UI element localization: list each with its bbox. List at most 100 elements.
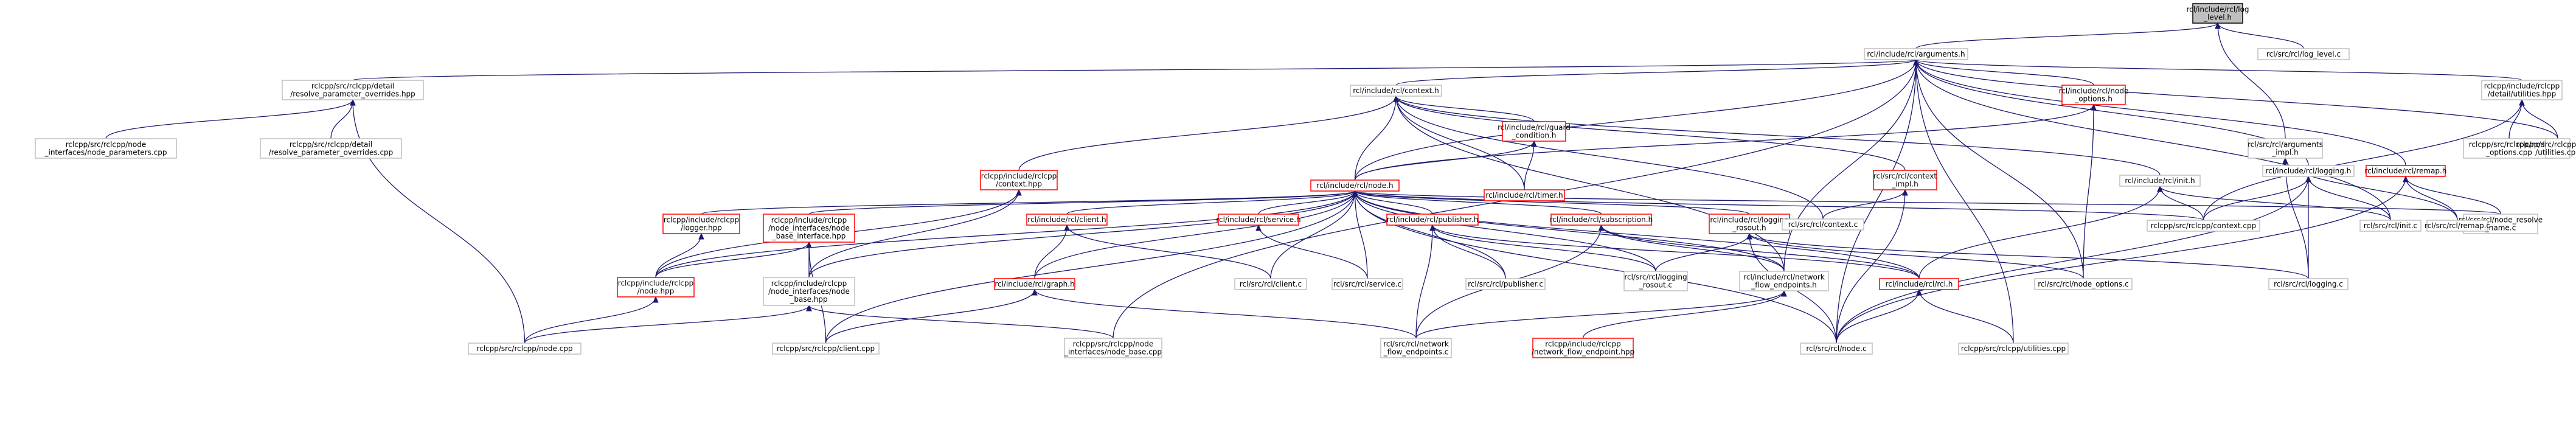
node-resolve-param-hpp[interactable]: rclcpp/src/rclcpp/detail/resolve_paramet…	[282, 80, 424, 100]
node-service-c[interactable]: rcl/src/rcl/service.c	[1331, 278, 1403, 290]
node-context-impl-h[interactable]: rcl/src/rcl/context_impl.h	[1873, 170, 1937, 190]
node-context-c[interactable]: rcl/src/rcl/context.c	[1782, 218, 1864, 231]
node-node-base-hpp[interactable]: rclcpp/include/rclcpp/node_interfaces/no…	[763, 277, 855, 306]
node-node-cpp[interactable]: rclcpp/src/rclcpp/node.cpp	[468, 343, 582, 355]
edge-timer-h-to-context-h	[1393, 95, 1525, 190]
node-label: rclcpp/src/rclcpp/utilities.cpp	[1961, 344, 2066, 353]
node-label: rcl/include/rcl/graph.h	[995, 280, 1074, 288]
edge-node-cpp-to-node-base-hpp	[524, 304, 812, 344]
edge-logging-rosout-c-to-logging-rosout-h	[1655, 232, 1752, 272]
edge-logging-c-to-logging-rosout-h	[1746, 232, 2309, 279]
node-label: rcl/include/rcl/logging.h	[2266, 167, 2352, 175]
node-arguments-h[interactable]: rcl/include/rcl/arguments.h	[1864, 48, 1968, 60]
node-detail-utilities-hpp[interactable]: rclcpp/include/rclcpp/detail/utilities.h…	[2481, 80, 2563, 100]
file-nodes: rcl/include/rcl/log_level.hrcl/include/r…	[35, 3, 2576, 358]
node-node-parameters-cpp[interactable]: rclcpp/src/rclcpp/node_interfaces/node_p…	[35, 138, 177, 159]
node-label: rcl/include/rcl/rcl.h	[1886, 280, 1953, 288]
node-label: /resolve_parameter_overrides.cpp	[269, 148, 394, 157]
node-network-flow-endpoints-h[interactable]: rcl/include/rcl/network_flow_endpoints.h	[1739, 271, 1829, 291]
edge-node-parameters-cpp-to-resolve-param-hpp	[105, 99, 356, 139]
node-node-options-c[interactable]: rcl/src/rcl/node_options.c	[2034, 278, 2133, 290]
node-network-flow-endpoints-c[interactable]: rcl/src/rcl/network_flow_endpoints.c	[1380, 338, 1452, 358]
node-node-options-h[interactable]: rcl/include/rcl/node_options.h	[2059, 85, 2129, 105]
node-label: rcl/src/rcl/service.c	[1333, 280, 1401, 288]
node-label: rcl/include/rcl/guard	[1498, 124, 1571, 132]
node-logging-c[interactable]: rcl/src/rcl/logging.c	[2268, 278, 2349, 290]
node-guard-condition-h[interactable]: rcl/include/rcl/guard_condition.h	[1498, 121, 1571, 142]
edge-timer-h-to-guard-condition-h	[1524, 140, 1537, 190]
edge-resolve-param-hpp-to-arguments-h	[352, 58, 1919, 81]
node-client-h[interactable]: rcl/include/rcl/client.h	[1026, 214, 1108, 226]
node-context-hpp[interactable]: rclcpp/include/rclcpp/context.hpp	[980, 170, 1058, 190]
node-remap-c[interactable]: rcl/src/rcl/remap.c	[2425, 220, 2490, 232]
node-graph-h[interactable]: rcl/include/rcl/graph.h	[994, 278, 1075, 290]
node-label: rcl/src/rcl/publisher.c	[1468, 280, 1543, 288]
edge-publisher-c-to-publisher-h	[1429, 224, 1506, 279]
edge-log-level-c-to-log-level-h	[2215, 22, 2304, 49]
node-init-h[interactable]: rcl/include/rcl/init.h	[2119, 175, 2201, 187]
node-service-h[interactable]: rcl/include/rcl/service.h	[1216, 214, 1301, 226]
node-label: _interfaces/node_base.cpp	[1064, 348, 1162, 357]
node-label: _options.cpp	[2485, 148, 2532, 157]
edge-rcl-h-to-node-h	[1352, 190, 1920, 279]
node-label: rcl/include/rcl/remap.h	[2365, 167, 2447, 175]
node-label: rclcpp/include/rclcpp	[1545, 340, 1620, 349]
edge-node-c-to-logging-h	[1836, 175, 2311, 344]
node-rcl-h[interactable]: rcl/include/rcl/rcl.h	[1879, 278, 1959, 290]
node-network-flow-endpoint-hpp[interactable]: rclcpp/include/rclcpp/network_flow_endpo…	[1532, 338, 1634, 358]
node-node-hpp[interactable]: rclcpp/include/rclcpp/node.hpp	[617, 277, 695, 297]
edge-network-flow-endpoints-c-to-network-flow-endpoints-h	[1415, 290, 1787, 339]
edge-node-options-cpp-to-detail-utilities-hpp	[2508, 99, 2525, 139]
edge-client-h-to-node-h	[1066, 190, 1358, 215]
node-label: /node_interfaces/node	[768, 287, 850, 296]
node-label: rcl/include/rcl/node	[2059, 87, 2129, 96]
node-label: /detail/utilities.hpp	[2488, 90, 2556, 99]
node-logging-rosout-h[interactable]: rcl/include/rcl/logging_rosout.h	[1709, 214, 1790, 234]
node-utilities-cpp[interactable]: rclcpp/src/rclcpp/utilities.cpp	[1958, 343, 2069, 355]
node-label: rclcpp/include/rclcpp	[664, 216, 739, 224]
node-label: _impl.h	[1891, 180, 1918, 189]
node-node-base-interface-hpp[interactable]: rclcpp/include/rclcpp/node_interfaces/no…	[763, 214, 855, 243]
node-node-options-cpp[interactable]: rclcpp/src/rclcpp/node_options.cpp	[2463, 138, 2555, 159]
node-node-c[interactable]: rcl/src/rcl/node.c	[1800, 343, 1873, 355]
edge-network-flow-endpoint-hpp-to-network-flow-endpoints-h	[1582, 290, 1787, 339]
node-label: rclcpp/src/rclcpp/detail	[290, 141, 372, 149]
edge-node-cpp-to-node-hpp	[524, 296, 659, 344]
node-label: rcl/include/rcl/network	[1743, 273, 1825, 282]
node-arguments-impl-h[interactable]: rcl/src/rcl/arguments_impl.h	[2248, 138, 2323, 159]
node-label: rcl/include/rcl/log	[2186, 5, 2249, 14]
node-publisher-c[interactable]: rcl/src/rcl/publisher.c	[1465, 278, 1546, 290]
edge-rcl-h-to-init-h	[1918, 185, 2163, 279]
edge-node-base-hpp-to-context-hpp	[808, 189, 1022, 278]
node-node-h[interactable]: rcl/include/rcl/node.h	[1310, 179, 1400, 192]
node-client-cpp[interactable]: rclcpp/src/rclcpp/client.cpp	[772, 343, 880, 355]
node-context-h[interactable]: rcl/include/rcl/context.h	[1350, 85, 1442, 97]
edge-network-flow-endpoints-h-to-arguments-h	[1783, 58, 1919, 272]
node-subscription-h[interactable]: rcl/include/rcl/subscription.h	[1550, 214, 1653, 226]
node-label: _base_interface.hpp	[772, 232, 846, 240]
node-log-level-c[interactable]: rcl/src/rcl/log_level.c	[2257, 48, 2350, 60]
node-logger-hpp[interactable]: rclcpp/include/rclcpp/logger.hpp	[662, 214, 740, 234]
edge-utilities-cpp-to-rcl-h	[1916, 288, 2014, 344]
node-log-level-h[interactable]: rcl/include/rcl/log_level.h	[2186, 3, 2249, 24]
node-init-c[interactable]: rcl/src/rcl/init.c	[2359, 220, 2422, 232]
edge-remap-h-to-arguments-h	[1913, 58, 2406, 166]
node-remap-h[interactable]: rcl/include/rcl/remap.h	[2365, 165, 2447, 177]
node-timer-h[interactable]: rcl/include/rcl/timer.h	[1484, 189, 1565, 201]
node-node-base-cpp[interactable]: rclcpp/src/rclcpp/node_interfaces/node_b…	[1064, 338, 1162, 358]
node-resolve-param-cpp[interactable]: rclcpp/src/rclcpp/detail/resolve_paramet…	[260, 138, 402, 159]
edge-node-c-to-node-h	[1352, 190, 1837, 344]
node-context-cpp[interactable]: rclcpp/src/rclcpp/context.cpp	[2147, 220, 2260, 232]
node-logging-rosout-c[interactable]: rcl/src/rcl/logging_rosout.c	[1623, 271, 1688, 291]
node-detail-utilities-cpp[interactable]: rclcpp/src/rclcpp/detail/utilities.cpp	[2516, 138, 2576, 159]
node-client-c[interactable]: rcl/src/rcl/client.c	[1234, 278, 1307, 290]
edge-client-cpp-to-graph-h	[825, 288, 1038, 344]
node-label: /utilities.cpp	[2535, 148, 2576, 157]
node-label: _rosout.c	[1639, 281, 1672, 290]
node-label: _level.h	[2203, 13, 2232, 22]
node-publisher-h[interactable]: rcl/include/rcl/publisher.h	[1386, 214, 1479, 226]
node-label: rclcpp/include/rclcpp	[771, 216, 847, 224]
node-label: /resolve_parameter_overrides.hpp	[290, 90, 415, 99]
node-logging-h[interactable]: rcl/include/rcl/logging.h	[2262, 165, 2355, 177]
node-label: rcl/include/rcl/client.h	[1027, 215, 1106, 224]
